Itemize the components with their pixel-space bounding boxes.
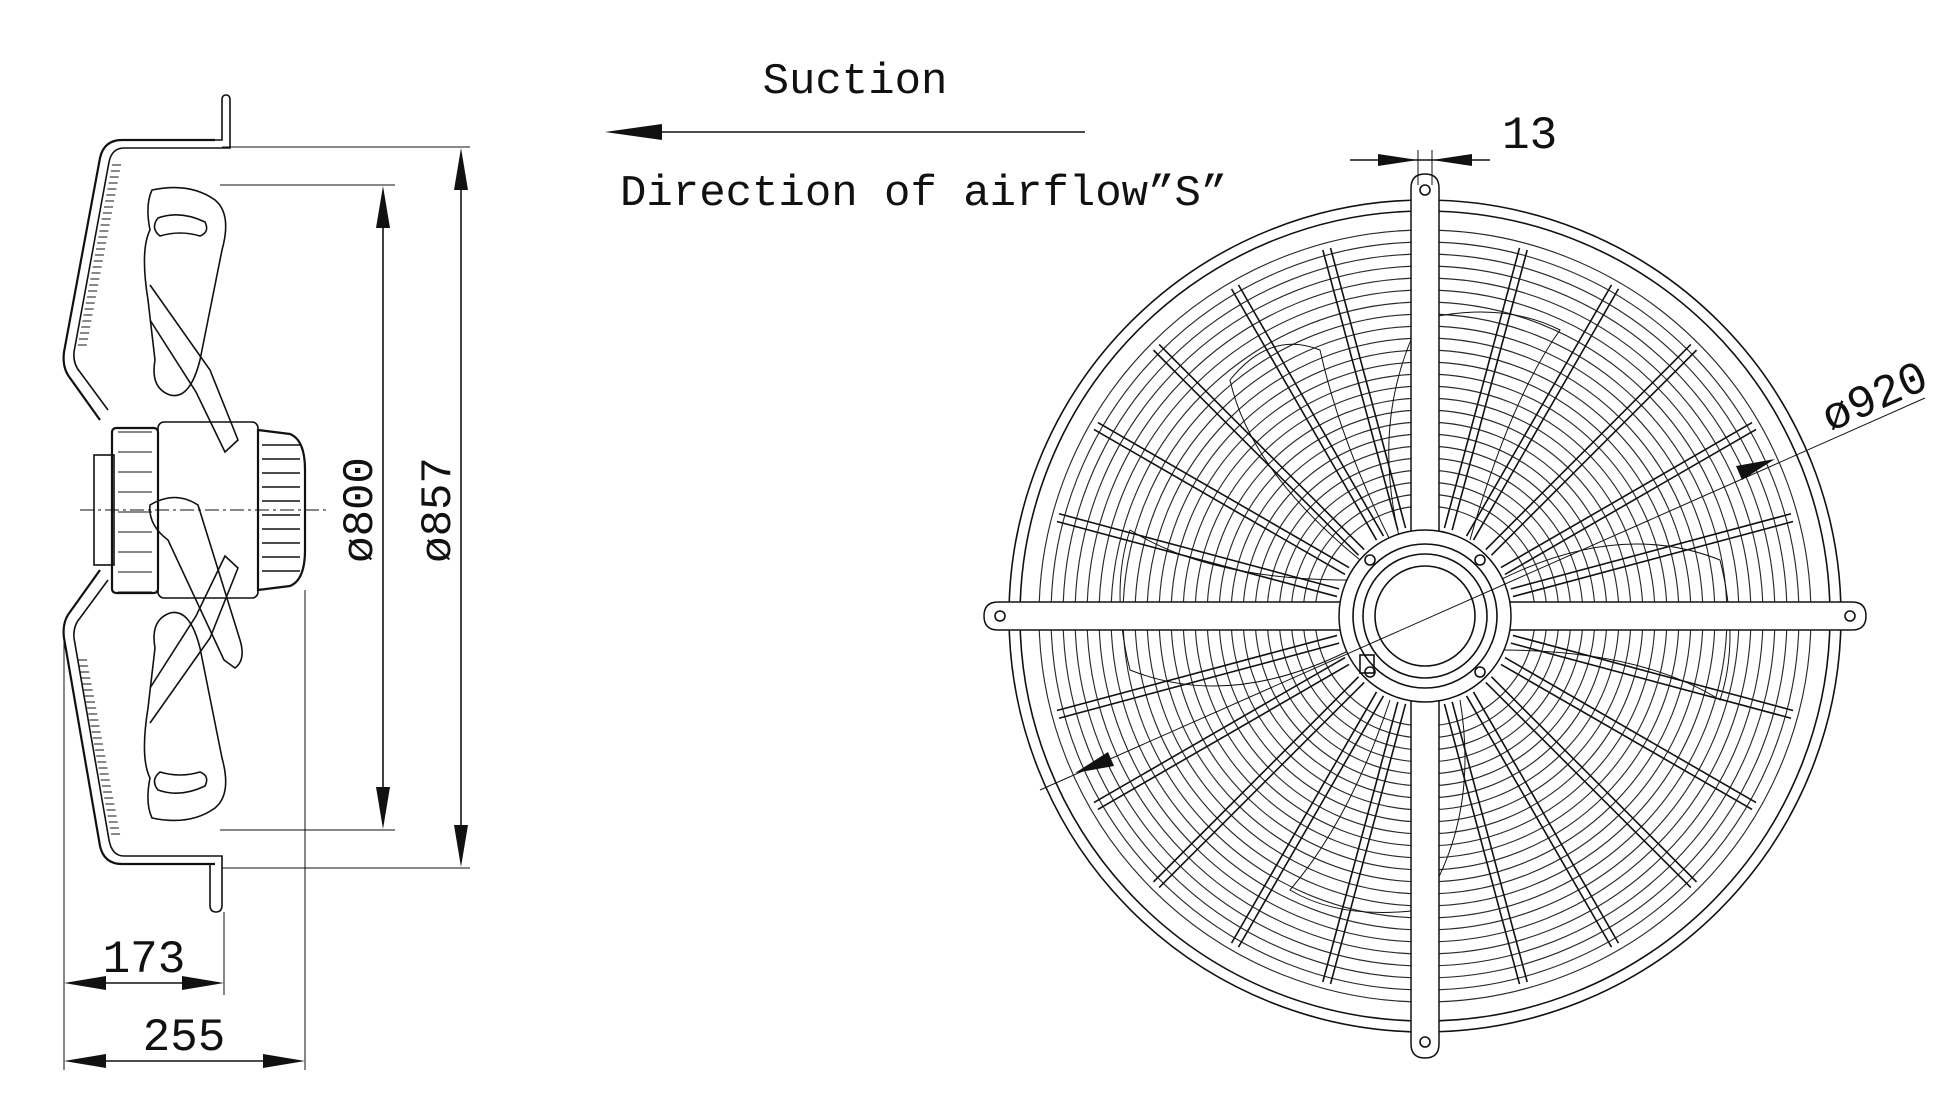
side-blade-top bbox=[143, 186, 227, 397]
guard-spoke-13 bbox=[1485, 676, 1698, 889]
airflow-arrow-head bbox=[605, 124, 662, 140]
side-blade-bottom-edge bbox=[149, 554, 239, 724]
side-hub-flange bbox=[93, 454, 115, 566]
front-hub-bolt-2 bbox=[1364, 554, 1376, 566]
dim-255-arrow-left bbox=[64, 1054, 106, 1068]
guard-spoke-4 bbox=[1230, 691, 1385, 948]
guard-spoke-2 bbox=[1465, 691, 1620, 948]
front-hub-outer bbox=[1338, 529, 1512, 703]
side-motor-rear-cap bbox=[256, 428, 307, 592]
guard-spoke-1 bbox=[1500, 656, 1757, 811]
front-hub-bolt-3 bbox=[1474, 666, 1486, 678]
dim-13-arrow-left bbox=[1378, 154, 1418, 166]
side-view-dimensions: ø800 ø857 173 255 bbox=[63, 146, 470, 1070]
front-hub-bolt-4 bbox=[1364, 666, 1376, 678]
guard-spoke-5 bbox=[1093, 656, 1350, 811]
side-housing-outline bbox=[62, 138, 215, 866]
front-hub-bolt-1 bbox=[1474, 554, 1486, 566]
side-bottom-mount-lug bbox=[209, 855, 223, 913]
dim-857-arrow-top bbox=[454, 148, 468, 190]
front-blade-1 bbox=[1388, 311, 1561, 541]
guard-spoke-10 bbox=[1465, 284, 1620, 541]
dim-255-arrow-right bbox=[263, 1054, 305, 1068]
side-view bbox=[62, 94, 330, 913]
guard-spoke-15 bbox=[1322, 701, 1407, 985]
front-guard-spokes bbox=[1056, 247, 1794, 985]
front-mount-hole-right bbox=[1844, 610, 1856, 622]
front-mount-hole-bottom bbox=[1419, 1036, 1431, 1048]
front-mount-hole-top bbox=[1419, 184, 1431, 196]
front-cable-gland bbox=[1359, 654, 1375, 674]
front-blade-3 bbox=[1289, 699, 1466, 913]
suction-label: Suction bbox=[763, 57, 948, 107]
side-top-mount-lug bbox=[215, 94, 231, 149]
guard-spoke-22 bbox=[1485, 343, 1698, 556]
direction-of-airflow-label: Direction of airflow”S” bbox=[620, 169, 1227, 219]
guard-spoke-11 bbox=[1500, 421, 1757, 576]
side-motor-fins bbox=[118, 431, 300, 593]
guard-spoke-7 bbox=[1093, 421, 1350, 576]
side-blade-top-edge bbox=[149, 284, 239, 454]
front-blade-2 bbox=[1499, 543, 1731, 701]
dim-173-arrow-right bbox=[182, 976, 224, 990]
guard-spoke-19 bbox=[1152, 343, 1365, 556]
guard-spoke-14 bbox=[1443, 701, 1528, 985]
guard-spoke-12 bbox=[1510, 634, 1794, 719]
dim-800-arrow-top bbox=[376, 186, 390, 228]
guard-spoke-16 bbox=[1152, 676, 1365, 889]
front-hub-inner bbox=[1374, 565, 1476, 667]
front-hub-mid bbox=[1362, 553, 1488, 679]
dim-920-arrow-lower bbox=[1075, 752, 1114, 773]
side-blade-top-slot bbox=[153, 214, 208, 237]
front-hub-ring bbox=[1352, 543, 1498, 689]
dim-13-label: 13 bbox=[1502, 110, 1557, 162]
guard-spoke-17 bbox=[1056, 634, 1340, 719]
dim-920-line bbox=[1039, 397, 1926, 791]
side-blade-bottom bbox=[143, 611, 227, 822]
dim-13-arrow-right bbox=[1432, 154, 1472, 166]
guard-spoke-23 bbox=[1510, 513, 1794, 598]
side-blade-bottom-slot bbox=[153, 771, 208, 794]
dim-800-arrow-bottom bbox=[376, 787, 390, 829]
dim-857-label: ø857 bbox=[414, 457, 464, 563]
dim-800-label: ø800 bbox=[336, 457, 386, 563]
front-view bbox=[983, 173, 1867, 1059]
dim-255-label: 255 bbox=[143, 1012, 226, 1064]
guard-spoke-20 bbox=[1322, 247, 1407, 531]
dim-173-label: 173 bbox=[103, 934, 186, 986]
airflow-annotation: Suction Direction of airflow”S” bbox=[605, 57, 1227, 219]
dim-920-label: ø920 bbox=[1815, 352, 1933, 444]
dim-920-arrow-upper bbox=[1736, 459, 1775, 480]
side-guard-wires bbox=[77, 164, 121, 835]
guard-spoke-8 bbox=[1230, 284, 1385, 541]
dim-857-arrow-bottom bbox=[454, 825, 468, 867]
front-blade-5 bbox=[1229, 343, 1391, 561]
front-mount-hole-left bbox=[994, 610, 1006, 622]
dim-173-arrow-left bbox=[64, 976, 106, 990]
guard-spoke-18 bbox=[1056, 513, 1340, 598]
guard-spoke-21 bbox=[1443, 247, 1528, 531]
side-blade-middle bbox=[149, 496, 243, 669]
side-housing-inner bbox=[73, 147, 215, 857]
